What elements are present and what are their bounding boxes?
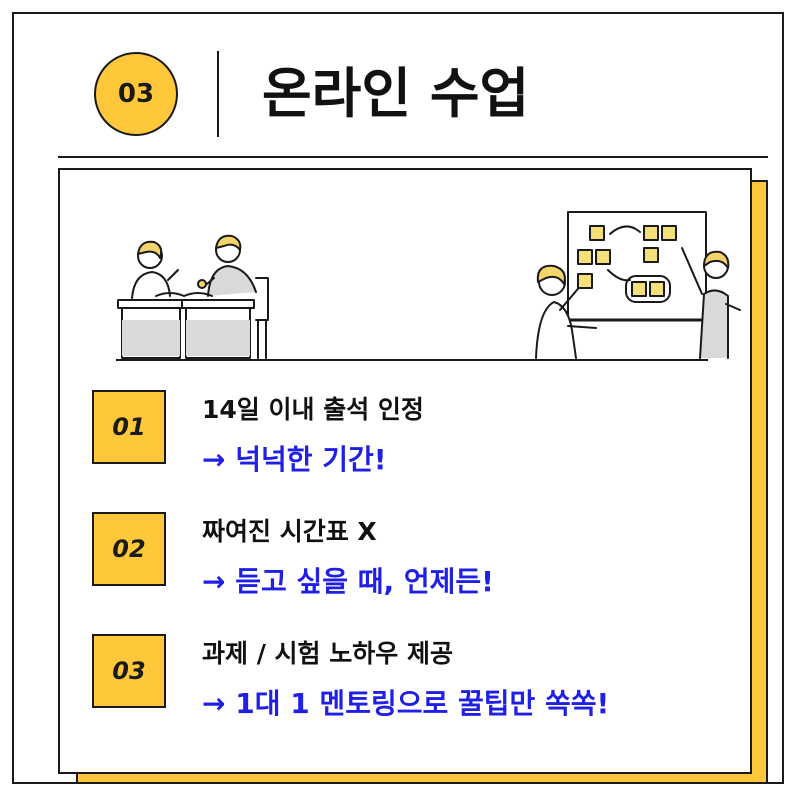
item-subtitle: → 넉넉한 기간! (202, 443, 387, 476)
item-subtitle: → 듣고 싶을 때, 언제든! (202, 565, 494, 598)
header-rule (58, 156, 768, 158)
feature-item-1: 01 14일 이내 출석 인정 → 넉넉한 기간! (92, 390, 732, 494)
item-number-badge: 02 (92, 512, 166, 586)
item-subtitle: → 1대 1 멘토링으로 꿀팁만 쏙쏙! (202, 687, 610, 720)
students-studying-illustration (117, 234, 269, 359)
sticky-note-board-illustration (535, 211, 741, 359)
desk-left (117, 299, 185, 309)
content-card: 01 14일 이내 출석 인정 → 넉넉한 기간! 02 짜여진 시간표 X →… (58, 168, 752, 774)
item-number-badge: 01 (92, 390, 166, 464)
feature-item-2: 02 짜여진 시간표 X → 듣고 싶을 때, 언제든! (92, 512, 732, 616)
item-title: 짜여진 시간표 X (202, 517, 377, 546)
illustration (116, 211, 741, 361)
outer-frame: 03 온라인 수업 (12, 12, 784, 784)
desk-right (181, 299, 255, 309)
board (567, 211, 707, 321)
item-title: 14일 이내 출석 인정 (202, 395, 424, 424)
feature-item-3: 03 과제 / 시험 노하우 제공 → 1대 1 멘토링으로 꿀팁만 쏙쏙! (92, 634, 732, 738)
item-number-badge: 03 (92, 634, 166, 708)
page-title: 온라인 수업 (262, 62, 530, 125)
item-title: 과제 / 시험 노하우 제공 (202, 639, 453, 668)
section-number-badge: 03 (94, 52, 178, 136)
title-divider (217, 51, 219, 137)
